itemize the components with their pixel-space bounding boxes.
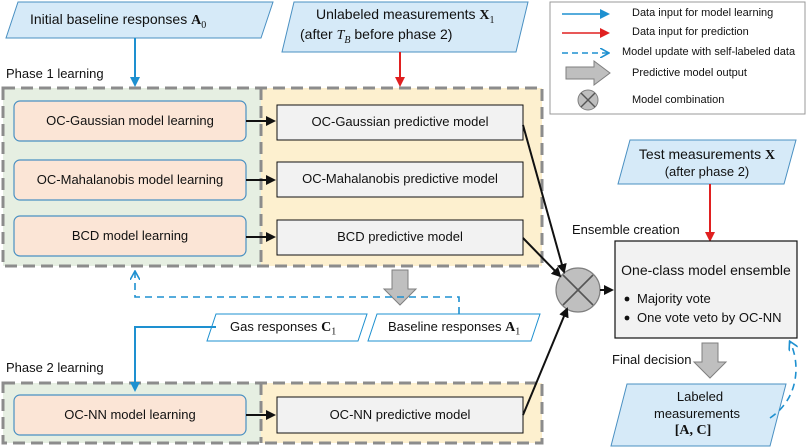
bcd-learning-label: BCD model learning	[71, 228, 189, 243]
ensemble-caption: Ensemble creation	[572, 222, 680, 237]
bcd-predictive-box	[276, 219, 524, 256]
legend-model-learning: Data input for model learning	[632, 7, 774, 19]
bullet-majority-vote	[624, 296, 630, 302]
phase1-update-arrow	[135, 272, 460, 314]
oc-mahalanobis-learning-label: OC-Mahalanobis model learning	[36, 172, 224, 187]
oc-gaussian-predictive-box	[276, 104, 524, 141]
oc-nn-predictive-box	[276, 396, 524, 434]
legend-block-arrow	[565, 60, 611, 86]
ensemble-output-block-arrow	[692, 342, 728, 379]
labeled-measurements-shape	[610, 383, 787, 447]
legend-predictive-output: Predictive model output	[632, 67, 747, 79]
gas-responses-label: Gas responses C1	[230, 319, 337, 338]
labeled-measurements-line1: Labeled	[676, 389, 724, 404]
gas-to-ocnn-arrow	[130, 326, 216, 392]
baseline-input-shape	[5, 1, 274, 39]
ensemble-bullet-veto: One vote veto by OC-NN	[637, 310, 782, 325]
baseline-input-label: Initial baseline responses A0	[30, 11, 207, 31]
test-input-shape	[617, 139, 797, 185]
legend-combination: Model combination	[632, 94, 725, 106]
legend-prediction: Data input for prediction	[632, 26, 749, 38]
oc-nn-predictive-label: OC-NN predictive model	[329, 407, 471, 422]
legend-model-update: Model update with self-labeled data	[622, 46, 796, 58]
unlabeled-input-label-line2: (after TB before phase 2)	[300, 26, 453, 46]
unlabeled-input-label-line1: Unlabeled measurements X1	[316, 6, 495, 26]
oc-nn-learning-label: OC-NN model learning	[64, 407, 196, 422]
phase2-frame	[1, 381, 544, 445]
phase2-title: Phase 2 learning	[6, 360, 104, 375]
ensemble-bullet-majority: Majority vote	[637, 291, 711, 306]
labeled-measurements-symbol: [A, C]	[674, 423, 712, 438]
unlabeled-input-shape	[281, 1, 529, 53]
ensemble-update-arrow	[769, 342, 796, 419]
ensemble-box	[614, 240, 798, 339]
oc-mahalanobis-predictive-label: OC-Mahalanobis predictive model	[302, 171, 498, 186]
oc-gaussian-predictive-label: OC-Gaussian predictive model	[311, 114, 489, 129]
oc-mahalanobis-predictive-box	[276, 161, 524, 198]
labeled-measurements-line2: measurements	[654, 406, 740, 421]
final-decision-label: Final decision	[612, 352, 692, 367]
bcd-predictive-label: BCD predictive model	[337, 229, 463, 244]
phase1-title: Phase 1 learning	[6, 66, 104, 81]
test-input-label-line1: Test measurements X	[638, 146, 776, 163]
ensemble-title: One-class model ensemble	[621, 262, 791, 278]
gas-responses-shape	[206, 313, 368, 342]
phase1-output-block-arrow	[382, 269, 418, 306]
baseline-responses-shape	[367, 313, 541, 342]
bullet-veto	[624, 315, 630, 321]
oc-gaussian-learning-label: OC-Gaussian model learning	[46, 113, 214, 128]
test-input-label-line2: (after phase 2)	[664, 164, 750, 179]
baseline-responses-label: Baseline responses A1	[388, 319, 521, 338]
